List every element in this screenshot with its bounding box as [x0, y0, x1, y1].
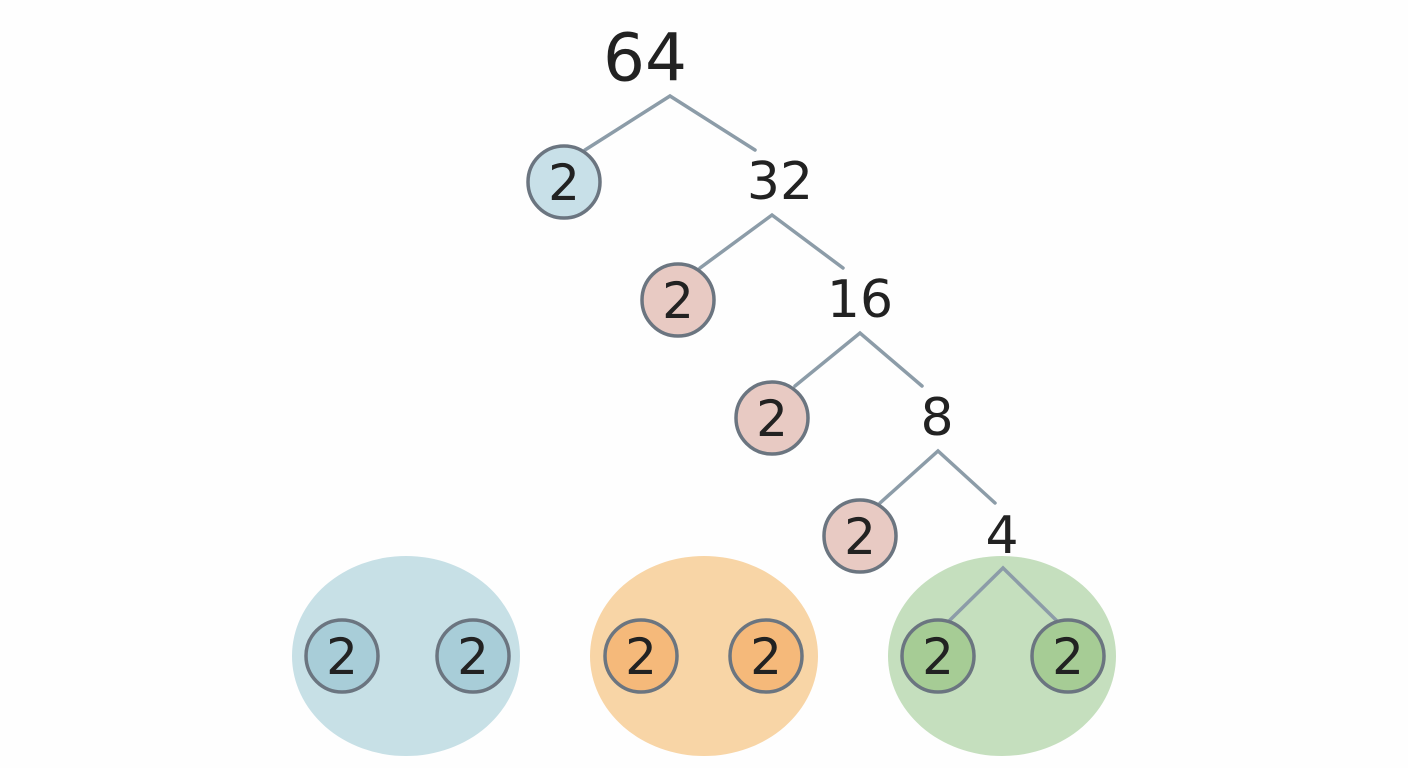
group-ellipse-blue: [292, 556, 520, 756]
group-orange-factor-2: 2: [728, 618, 804, 694]
composite-4: 4: [985, 506, 1018, 566]
prime-label: 2: [922, 628, 954, 686]
root-number: 64: [603, 20, 687, 97]
prime-node-3: 2: [734, 380, 810, 456]
prime-label: 2: [326, 628, 358, 686]
composite-8: 8: [920, 388, 953, 448]
group-orange-factor-1: 2: [603, 618, 679, 694]
prime-label: 2: [662, 272, 694, 330]
branches: [583, 93, 1058, 622]
branch-8: [878, 448, 997, 505]
group-blue-factor-1: 2: [304, 618, 380, 694]
prime-label: 2: [750, 628, 782, 686]
prime-label: 2: [457, 628, 489, 686]
prime-node-2: 2: [640, 262, 716, 338]
prime-label: 2: [1052, 628, 1084, 686]
composite-16: 16: [827, 270, 893, 330]
prime-label: 2: [548, 154, 580, 212]
branch-16: [793, 330, 924, 388]
group-green-factor-1: 2: [900, 618, 976, 694]
group-blue-factor-2: 2: [435, 618, 511, 694]
branch-64: [583, 93, 757, 152]
prime-label: 2: [625, 628, 657, 686]
branch-4: [948, 565, 1058, 622]
group-green-factor-2: 2: [1030, 618, 1106, 694]
group-ellipse-green: [888, 556, 1116, 756]
prime-label: 2: [844, 508, 876, 566]
prime-node-4: 2: [822, 498, 898, 574]
composite-32: 32: [747, 152, 813, 212]
group-ellipse-orange: [590, 556, 818, 756]
prime-node-1: 2: [526, 144, 602, 220]
branch-32: [698, 212, 845, 270]
prime-label: 2: [756, 390, 788, 448]
